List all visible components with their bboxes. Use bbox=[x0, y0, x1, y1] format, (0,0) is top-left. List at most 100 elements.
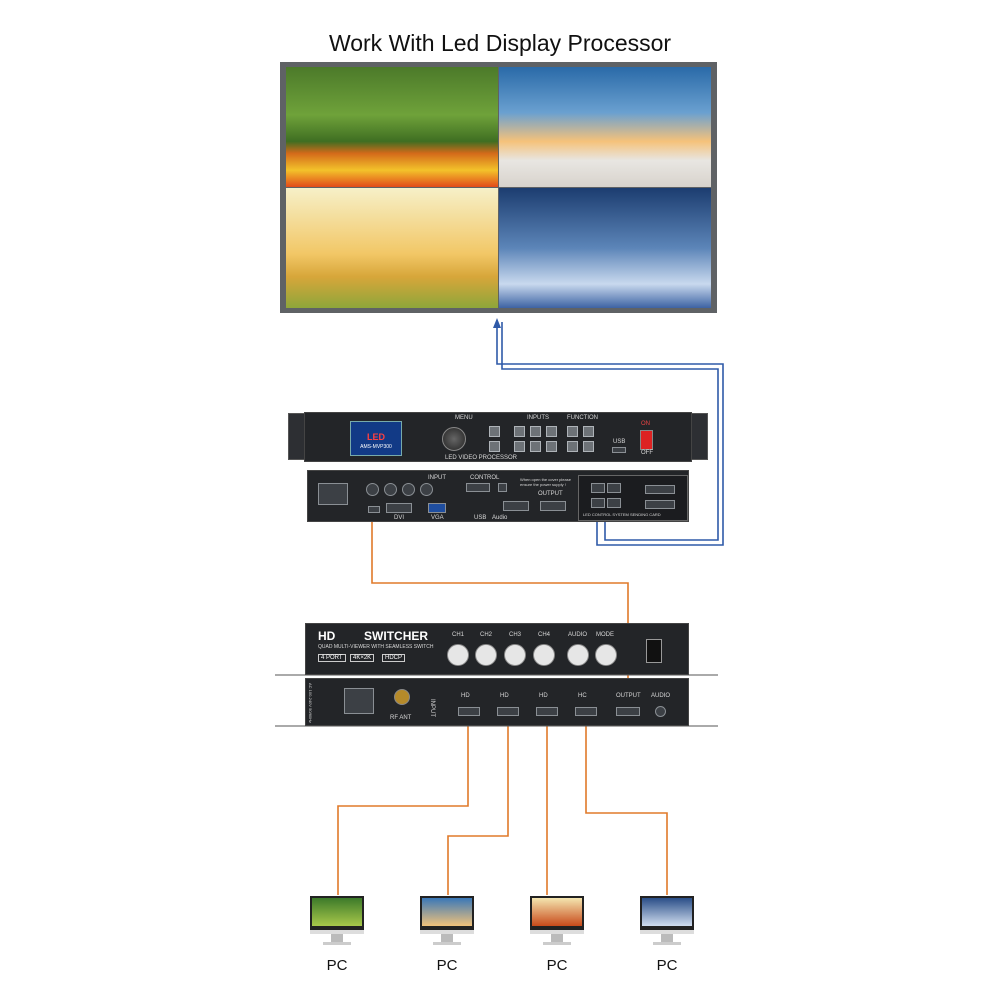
input-button-3[interactable] bbox=[546, 426, 557, 437]
display-tile-snow bbox=[499, 188, 711, 308]
switcher-rear-panel: AC 100-240V 50/60Hz RF ANT INPUT HD HD H… bbox=[305, 678, 689, 726]
rear-output-label: OUTPUT bbox=[538, 491, 563, 497]
pc-label-3: PC bbox=[546, 957, 568, 974]
processor-bnc-3[interactable] bbox=[402, 483, 415, 496]
usb-label: USB bbox=[613, 439, 626, 445]
channel-button-3[interactable] bbox=[504, 644, 526, 666]
switcher-subtitle: QUAD MULTI-VIEWER WITH SEAMLESS SWITCH bbox=[318, 644, 434, 650]
input-button-5[interactable] bbox=[530, 441, 541, 452]
sending-card-ethernet-4[interactable] bbox=[607, 498, 621, 508]
input-button-1[interactable] bbox=[514, 426, 525, 437]
mode-button[interactable] bbox=[595, 644, 617, 666]
power-switch[interactable] bbox=[640, 430, 653, 450]
switcher-badge-1: 4 PORT bbox=[318, 654, 346, 662]
function-button-3[interactable] bbox=[567, 441, 578, 452]
function-button-4[interactable] bbox=[583, 441, 594, 452]
processor-power-socket[interactable] bbox=[318, 483, 348, 505]
processor-rear-panel: INPUT DVI VGA CONTROL USB When open the … bbox=[307, 470, 689, 522]
function-button-2[interactable] bbox=[583, 426, 594, 437]
switcher-power-label: AC 100-240V 50/60Hz bbox=[308, 683, 313, 724]
led-display bbox=[280, 62, 717, 313]
function-button-1[interactable] bbox=[567, 426, 578, 437]
switcher-output-label: OUTPUT bbox=[616, 693, 641, 699]
channel-label-3: CH3 bbox=[509, 632, 522, 638]
menu-label: MENU bbox=[455, 415, 473, 421]
input-button-2[interactable] bbox=[530, 426, 541, 437]
input-button-6[interactable] bbox=[546, 441, 557, 452]
display-tile-beach bbox=[499, 67, 711, 187]
rear-control-label: CONTROL bbox=[470, 475, 500, 481]
menu-up-button[interactable] bbox=[489, 426, 500, 437]
processor-rs232-port[interactable] bbox=[466, 483, 490, 492]
sending-card-dvi-1[interactable] bbox=[645, 485, 675, 494]
lcd-logo: LED bbox=[367, 432, 385, 442]
lcd-model: AMS-MVP300 bbox=[360, 444, 392, 450]
switcher-hdmi-in-4[interactable] bbox=[575, 707, 597, 716]
off-label: OFF bbox=[641, 450, 653, 456]
pc-label-2: PC bbox=[436, 957, 458, 974]
sending-card-dvi-2[interactable] bbox=[645, 500, 675, 509]
switcher-badge-3: HDCP bbox=[382, 654, 406, 662]
switcher-input-label: INPUT bbox=[429, 699, 435, 717]
switcher-port-label-1: HD bbox=[461, 693, 470, 699]
switcher-front-panel: HD SWITCHER QUAD MULTI-VIEWER WITH SEAML… bbox=[305, 623, 689, 675]
diagram-title: Work With Led Display Processor bbox=[328, 30, 672, 56]
channel-button-2[interactable] bbox=[475, 644, 497, 666]
pc-label-1: PC bbox=[326, 957, 348, 974]
rf-antenna-connector[interactable] bbox=[394, 689, 410, 705]
channel-label-4: CH4 bbox=[538, 632, 551, 638]
processor-front-panel: LED AMS-MVP300 LED VIDEO PROCESSOR MENU … bbox=[304, 412, 692, 462]
on-label: ON bbox=[641, 421, 650, 427]
processor-bnc-1[interactable] bbox=[366, 483, 379, 496]
processor-dvi-out-2[interactable] bbox=[540, 501, 566, 511]
hdmi-cable-pc1 bbox=[337, 716, 469, 895]
front-caption: LED VIDEO PROCESSOR bbox=[445, 455, 518, 461]
switcher-port-label-3: HD bbox=[539, 693, 548, 699]
audio-button[interactable] bbox=[567, 644, 589, 666]
switcher-brand: HD SWITCHER bbox=[318, 629, 428, 643]
switcher-audio-jack[interactable] bbox=[655, 706, 666, 717]
menu-knob[interactable] bbox=[442, 427, 466, 451]
audio-label: AUDIO bbox=[568, 632, 588, 638]
function-label: FUNCTION bbox=[567, 415, 598, 421]
hdmi-cable-pc2 bbox=[447, 716, 509, 895]
rear-warning: When open the cover please ensure the po… bbox=[520, 477, 571, 487]
rear-dvi-label: DVI bbox=[394, 515, 405, 521]
display-tile-autumn-tree bbox=[286, 188, 498, 308]
sending-card-ethernet-3[interactable] bbox=[591, 498, 605, 508]
switcher-port-label-2: HD bbox=[500, 693, 509, 699]
channel-label-2: CH2 bbox=[480, 632, 493, 638]
mode-label: MODE bbox=[596, 632, 614, 638]
sending-card: LED CONTROL SYSTEM SENDING CARD bbox=[578, 475, 688, 521]
network-cable-1 bbox=[496, 322, 724, 546]
processor-dvi-out-1[interactable] bbox=[503, 501, 529, 511]
switcher-hdmi-in-2[interactable] bbox=[497, 707, 519, 716]
switcher-brand-hd: HD bbox=[318, 629, 336, 643]
rear-audio-label: Audio bbox=[492, 515, 508, 521]
front-usb-port[interactable] bbox=[612, 447, 626, 453]
switcher-power-socket[interactable] bbox=[344, 688, 374, 714]
processor-lcd-screen: LED AMS-MVP300 bbox=[350, 421, 402, 456]
switcher-hdmi-out[interactable] bbox=[616, 707, 640, 716]
sending-card-ethernet-2[interactable] bbox=[607, 483, 621, 493]
processor-usb-rear-port[interactable] bbox=[498, 483, 507, 492]
sending-card-ethernet-1[interactable] bbox=[591, 483, 605, 493]
rear-usb-label: USB bbox=[474, 515, 487, 521]
display-arrowhead bbox=[493, 318, 501, 328]
inputs-label: INPUTS bbox=[527, 415, 550, 421]
switcher-hdmi-in-3[interactable] bbox=[536, 707, 558, 716]
processor-vga-port[interactable] bbox=[428, 503, 446, 513]
processor-bnc-2[interactable] bbox=[384, 483, 397, 496]
switcher-hdmi-in-1[interactable] bbox=[458, 707, 480, 716]
switcher-power-switch[interactable] bbox=[646, 639, 662, 663]
menu-down-button[interactable] bbox=[489, 441, 500, 452]
display-tile-forest bbox=[286, 67, 498, 187]
switcher-brand-name: SWITCHER bbox=[364, 629, 429, 643]
input-button-4[interactable] bbox=[514, 441, 525, 452]
processor-hdmi-port[interactable] bbox=[368, 506, 380, 513]
channel-button-1[interactable] bbox=[447, 644, 469, 666]
processor-bnc-4[interactable] bbox=[420, 483, 433, 496]
processor-dvi-in-port[interactable] bbox=[386, 503, 412, 513]
switcher-audio-label: AUDIO bbox=[651, 693, 671, 699]
channel-button-4[interactable] bbox=[533, 644, 555, 666]
